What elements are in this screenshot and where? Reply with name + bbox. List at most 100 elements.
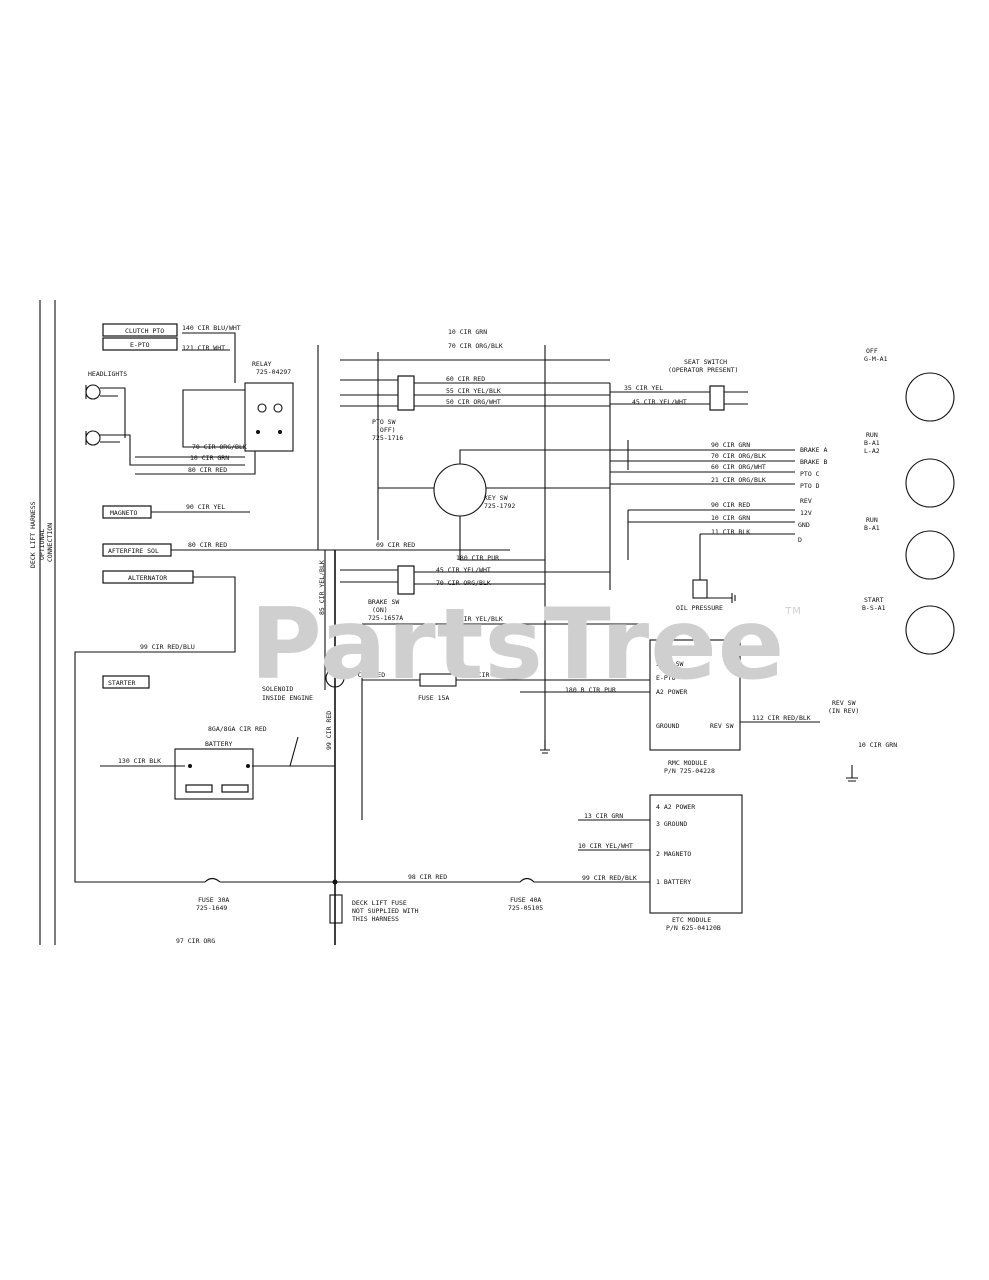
wire-13: 13 CIR GRN [584,812,623,820]
relay-label: RELAY [252,360,272,368]
e-pto-label: E-PTO [130,341,150,349]
relay-pn: 725-04297 [256,368,291,376]
rmc-module [649,639,741,751]
battery-box [174,748,254,800]
fuse-30-pn: 725-1649 [196,904,227,912]
wire-35: 35 CIR YEL [624,384,663,392]
brake-switch [397,565,415,595]
pin-brake-a: BRAKE A [800,446,827,454]
etc-e4: 1 BATTERY [656,878,691,886]
headlight-1 [85,384,101,400]
rmc-d: A2 POWER [656,688,687,696]
starter-label: STARTER [108,679,135,687]
wire-80-afterfire: 80 CIR RED [188,541,227,549]
etc-pn: P/N 625-04120B [666,924,721,932]
deck-lift-fuse-label-2: NOT SUPPLIED WITH [352,907,419,915]
pin-d: D [798,536,802,544]
wire-97: 97 CIR ORG [176,937,215,945]
magneto-label: MAGNETO [110,509,137,517]
pto-sw-label: PTO SW [372,418,396,426]
fuse-40-label: FUSE 40A [510,896,541,904]
pin-pto-c: PTO C [800,470,820,478]
etc-module [649,794,743,914]
headlights-label: HEADLIGHTS [88,370,127,378]
wire-45b: 45 CIR YEL/WHT [436,566,491,574]
partstree-watermark: PartsTreeTM [250,588,802,702]
key-pos-run: RUN [866,431,878,439]
key-sw-label: KEY SW [484,494,508,502]
wire-55: 55 CIR YEL/BLK [446,387,501,395]
key-pos-start-pins: B-S-A1 [862,604,886,612]
wire-10d: 10 CIR YEL/WHT [578,842,633,850]
wire-70-top: 70 CIR ORG/BLK [448,342,503,350]
wire-60: 60 CIR RED [446,375,485,383]
wire-90-magneto: 90 CIR YEL [186,503,225,511]
key-pos-run-pins2: L-A2 [864,447,880,455]
headlight-2 [85,430,101,446]
wire-92: 92 CIR RED [346,671,385,679]
etc-e1: 4 A2 POWER [656,803,695,811]
wire-99-red: 99 CIR RED [325,711,333,750]
battery-label: BATTERY [205,740,232,748]
wire-98: 98 CIR RED [408,873,447,881]
pin-12v: 12V [800,509,812,517]
key-positions: OFF G-M-A1 RUN B-A1 L-A2 RUN B-A1 START … [862,347,955,655]
wire-107: 107 CIR RED/WHT [462,671,521,679]
pto-switch [397,375,415,411]
wire-112: 112 CIR RED/BLK [752,714,811,722]
pto-sw-sub: (OFF) [376,426,396,434]
etc-e3: 2 MAGNETO [656,850,691,858]
pin-pto-d: PTO D [800,482,820,490]
fuse-15-label: FUSE 15A [418,694,449,702]
wire-8ga: 8GA/8GA CIR RED [208,725,267,733]
rev-sw-label: REV SW [832,699,856,707]
rmc-e: GROUND [656,722,680,730]
afterfire-label: AFTERFIRE SOL [108,547,159,555]
etc-e2: 3 GROUND [656,820,687,828]
rmc-c: E-PTO [656,674,676,682]
wire-21: 21 CIR ORG/BLK [711,476,766,484]
wire-10-top: 10 CIR GRN [448,328,487,336]
deck-lift-fuse-label-3: THIS HARNESS [352,915,399,923]
brake-sw-sub: (ON) [372,606,388,614]
seat-sw-sub: (OPERATOR PRESENT) [668,366,738,374]
wire-70c: 70 CIR ORG/BLK [711,452,766,460]
rmc-b: SEAT SW [656,660,683,668]
wire-10c: 10 CIR GRN [711,514,750,522]
starter-box [102,675,150,689]
rmc-pn: P/N 725-04228 [664,767,715,775]
wire-140: 140 CIR BLU/WHT [182,324,241,332]
deck-lift-label: DECK LIFT HARNESS [29,501,37,568]
seat-sw-label: SEAT SWITCH [684,358,727,366]
clutch-pto-box [102,323,178,337]
pin-brake-b: BRAKE B [800,458,827,466]
rmc-a: A1 POWER [656,647,687,655]
deck-lift-fuse-label: DECK LIFT FUSE [352,899,407,907]
deck-lift-label-3: CONNECTION [46,523,54,562]
wire-99-alt: 99 CIR RED/BLU [140,643,195,651]
key-pos-off-pins: G-M-A1 [864,355,888,363]
clutch-pto-label: CLUTCH PTO [125,327,164,335]
solenoid-sub: INSIDE ENGINE [262,694,313,702]
pto-sw-pn: 725-1716 [372,434,403,442]
wire-70b: 70 CIR ORG/BLK [436,579,491,587]
fuse-40-pn: 725-05105 [508,904,543,912]
key-sw-pn: 725-1792 [484,502,515,510]
wire-09: 09 CIR RED [376,541,415,549]
key-pos-start: START [864,596,884,604]
deck-lift-label-2: OPTIONAL [38,529,46,560]
key-switch [433,463,487,517]
key-pos-run-pins: B-A1 [864,439,880,447]
key-pos-run2-pins: B-A1 [864,524,880,532]
wire-85: 85 CIR YEL/BLK [448,615,503,623]
fuse-30-label: FUSE 30A [198,896,229,904]
wire-11: 11 CIR BLK [711,528,750,536]
wire-90b: 90 CIR GRN [711,441,750,449]
deck-lift-harness: DECK LIFT HARNESS OPTIONAL CONNECTION [29,300,56,945]
wire-180: 180 CIR PUR [456,554,499,562]
wire-80-relay: 80 CIR RED [188,466,227,474]
wire-50: 50 CIR ORG/WHT [446,398,501,406]
wire-45a: 45 CIR YEL/WHT [632,398,687,406]
wire-90c: 90 CIR RED [711,501,750,509]
